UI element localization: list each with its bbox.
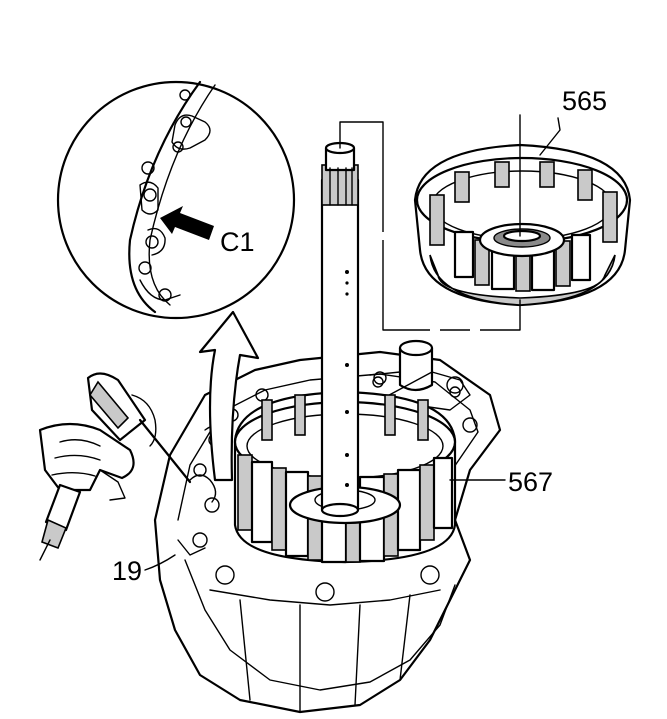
alignment-leaders (339, 114, 521, 335)
detail-magnifier (56, 80, 296, 320)
callout-565: 565 (562, 86, 607, 116)
callout-19: 19 (112, 556, 142, 586)
part-565-assembly (413, 143, 632, 307)
case-tower (369, 339, 471, 411)
callout-c1: C1 (220, 227, 255, 257)
input-shaft (320, 141, 360, 518)
magnify-direction-arrow (198, 310, 260, 482)
callout-567: 567 (508, 467, 553, 497)
callout-leaders (144, 117, 561, 571)
technician-hand-with-air-nozzle (38, 372, 192, 561)
